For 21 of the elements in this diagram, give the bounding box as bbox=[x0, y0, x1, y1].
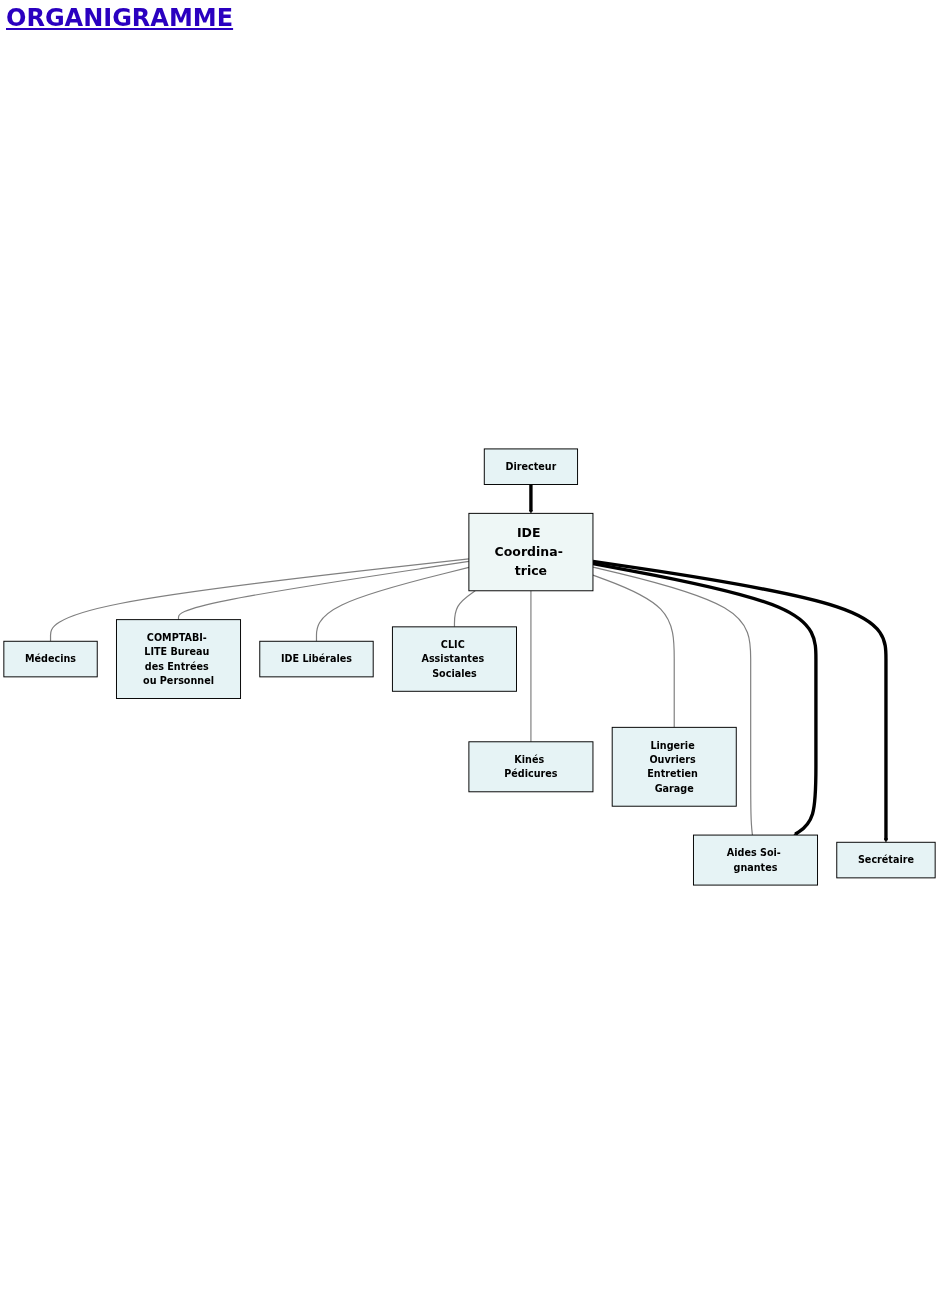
connector bbox=[592, 566, 754, 836]
connector bbox=[453, 590, 476, 628]
arrow bbox=[528, 484, 534, 514]
connector bbox=[315, 566, 470, 642]
node-box: Secrétaire bbox=[836, 841, 936, 879]
node-box: IDE Coordina- trice bbox=[468, 512, 594, 592]
node-box: Médecins bbox=[3, 640, 98, 678]
connector bbox=[530, 590, 532, 743]
connector bbox=[49, 558, 470, 642]
connector bbox=[177, 560, 470, 621]
node-box: Directeur bbox=[483, 448, 579, 485]
node-box: Aides Soi- gnantes bbox=[693, 834, 818, 886]
node-box: COMPTABI- LITE Bureau des Entrées ou Personnel bbox=[116, 619, 241, 699]
diagram-title: ORGANIGRAMME bbox=[6, 4, 234, 32]
node-box: Kinés Pédicures bbox=[468, 741, 594, 793]
node-box: Lingerie Ouvriers Entretien Garage bbox=[611, 726, 737, 807]
node-box: IDE Libérales bbox=[259, 640, 374, 678]
connector bbox=[592, 574, 675, 728]
arrow bbox=[592, 559, 889, 843]
arrow bbox=[592, 561, 818, 836]
node-box: CLIC Assistantes Sociales bbox=[391, 626, 517, 692]
